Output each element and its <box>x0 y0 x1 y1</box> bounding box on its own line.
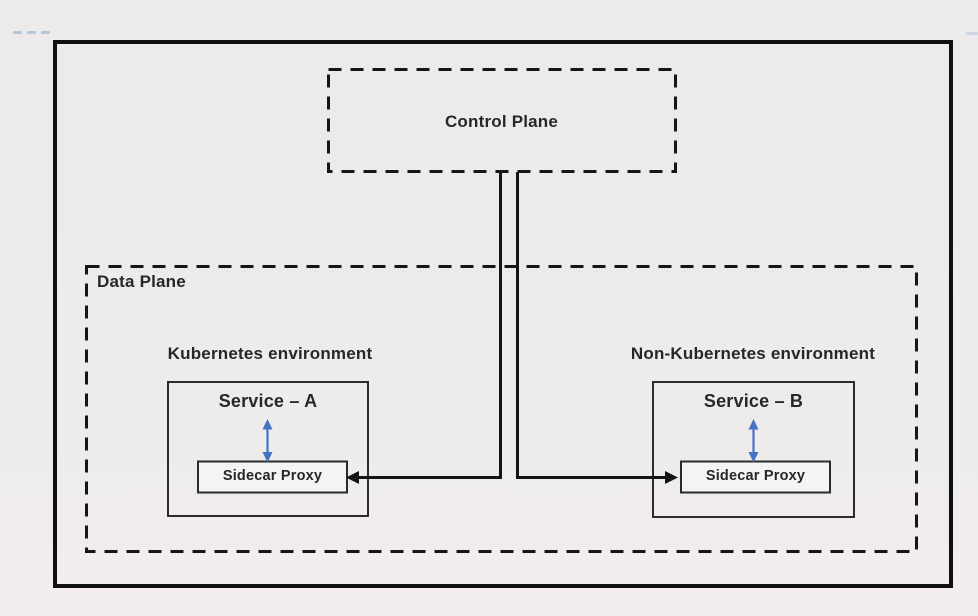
dash-mark <box>27 31 36 34</box>
outer-frame-box <box>53 40 953 588</box>
dash-mark <box>13 31 22 34</box>
kubernetes-environment-label: Kubernetes environment <box>167 344 373 363</box>
sidecar-proxy-b-label: Sidecar Proxy <box>705 468 806 484</box>
kubernetes-environment-box <box>167 381 369 517</box>
non-kubernetes-environment-label: Non-Kubernetes environment <box>630 344 876 363</box>
control-plane-to-proxy-a-connector <box>358 172 502 479</box>
control-plane-box <box>327 68 677 173</box>
control-plane-to-proxy-b-connector <box>516 172 666 479</box>
data-plane-box <box>85 265 918 553</box>
non-kubernetes-environment-box <box>652 381 855 518</box>
service-a-label: Service – A <box>218 391 318 411</box>
control-plane-label: Control Plane <box>444 112 559 131</box>
arrowhead-right-icon <box>665 471 678 484</box>
sidecar-proxy-b-box <box>680 460 831 494</box>
stray-dash-marks-top-left <box>13 31 50 34</box>
sidecar-proxy-a-label: Sidecar Proxy <box>222 468 323 484</box>
arrowhead-left-icon <box>346 471 359 484</box>
sidecar-proxy-a-box <box>197 460 348 494</box>
service-b-label: Service – B <box>703 391 804 411</box>
dash-mark <box>41 31 50 34</box>
service-b-proxy-bidirectional-arrow-icon <box>748 419 759 463</box>
stray-dash-mark-top-right <box>966 32 978 35</box>
service-a-proxy-bidirectional-arrow-icon <box>262 419 273 463</box>
data-plane-label: Data Plane <box>97 272 186 291</box>
